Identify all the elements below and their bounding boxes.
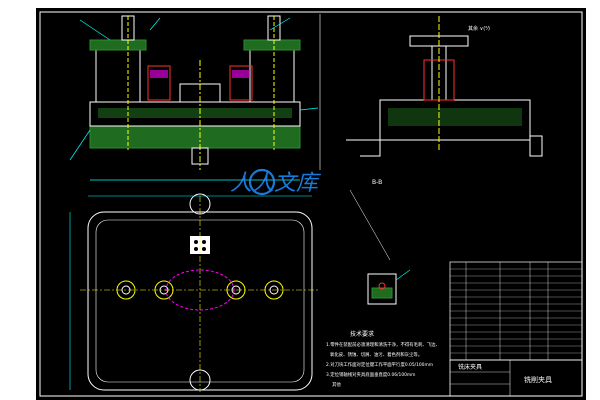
parts-list [449, 261, 583, 361]
tech-req-line-1: 1.零件在装配前必须清理和清洗干净，不得有毛刺、飞边、 [326, 341, 440, 348]
front-view [69, 15, 319, 181]
body-hatch [98, 108, 292, 118]
technical-requirements: 技术要求 1.零件在装配前必须清理和清洗干净，不得有毛刺、飞边、 氧化皮、锈蚀、… [326, 330, 440, 388]
leader-4 [299, 107, 319, 111]
watermark-logo [248, 168, 276, 196]
detail-view: B-B [349, 179, 411, 305]
right-workpiece [229, 65, 253, 101]
surface-finish-note: 其余 ∨(²⁄) [468, 25, 490, 32]
sheet-border [39, 11, 583, 397]
side-base-hatch [388, 108, 522, 126]
right-workpiece-hatch [232, 70, 250, 78]
side-foot [346, 139, 381, 157]
plan-view [69, 193, 320, 392]
tech-req-title: 技术要求 [350, 330, 374, 338]
right-clamp-arm [243, 39, 301, 51]
tenon-hole-2 [202, 240, 206, 244]
detail-body [367, 273, 397, 305]
left-workpiece-hatch [150, 70, 168, 78]
tenon-hole-1 [194, 240, 198, 244]
section-arrow-line [349, 189, 391, 261]
leader-2 [149, 17, 161, 31]
tenon-hole-4 [202, 247, 206, 251]
leader-1 [79, 19, 111, 41]
tech-req-line-2: 氧化皮、锈蚀、切屑、油污、着色剂和灰尘等。 [330, 351, 422, 358]
left-workpiece [147, 65, 171, 101]
tenon-hole-3 [194, 247, 198, 251]
drawing-name: 铣床夹具 [458, 363, 482, 371]
title-block-frame [449, 359, 583, 397]
watermark: 人人文库 [230, 168, 322, 196]
watermark-text: 人人文库 [230, 171, 322, 196]
side-base [379, 99, 531, 141]
locating-key [191, 147, 209, 165]
side-view: 其余 ∨(²⁄) [319, 14, 543, 170]
section-label: B-B [372, 179, 382, 186]
detail-pin [378, 282, 386, 290]
tech-req-line-4: 3.定位销轴线对夹具底面垂直度0.06/100mm [326, 371, 415, 378]
tech-req-line-5: 其他 [332, 381, 341, 388]
leader-5 [69, 129, 91, 161]
tech-req-line-3: 2.对刀块工作面对定位键工作平面平行度0.05/100mm [326, 361, 433, 368]
leader-3 [269, 17, 291, 31]
drawing-title: 铣削夹具 [524, 375, 552, 384]
base-plate [89, 125, 301, 149]
detail-hatch [371, 287, 393, 299]
detail-leader [395, 269, 411, 281]
side-key [529, 135, 543, 157]
drawing-sheet [36, 8, 586, 400]
title-block: 铣床夹具 铣削夹具 [449, 359, 583, 397]
left-clamp-arm [89, 39, 147, 51]
parts-list-rows [450, 268, 582, 354]
